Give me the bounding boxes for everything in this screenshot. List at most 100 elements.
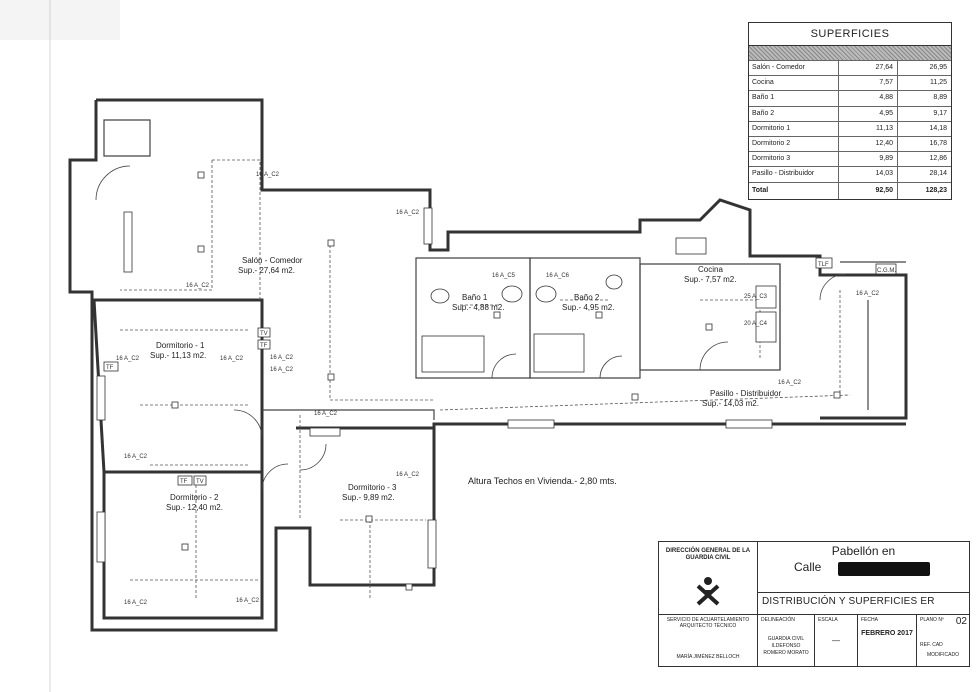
room-area: Sup.- 4,95 m2. — [562, 303, 614, 312]
org-name: DIRECCIÓN GENERAL DE LA GUARDIA CIVIL — [665, 548, 751, 561]
row-built: 26,95 — [929, 64, 947, 71]
outlet — [327, 373, 335, 381]
room-name: Baño 1 — [462, 293, 488, 302]
outlet — [405, 583, 413, 591]
room-area: Sup.- 27,64 m2. — [238, 266, 295, 275]
surfaces-header — [749, 45, 951, 60]
row-name: Dormitorio 2 — [749, 136, 839, 152]
toilet-2 — [605, 274, 623, 290]
door-dorm2 — [261, 463, 289, 491]
date: FEBRERO 2017 — [861, 630, 913, 637]
room-name: Dormitorio - 3 — [348, 483, 397, 492]
row-useful: 27,64 — [839, 61, 898, 76]
sink-1 — [501, 285, 523, 303]
circuit-label: 16 A_C2 — [270, 367, 294, 373]
window-dorm1 — [96, 375, 106, 421]
delineation-label: DELINEACIÓN — [761, 617, 795, 623]
circuit-label-c3: 25 A_C3 — [744, 294, 768, 300]
room-area: Sup.- 4,88 m2. — [452, 303, 504, 312]
room-area: Sup.- 12,40 m2. — [166, 503, 223, 512]
tlf-box — [815, 257, 833, 269]
circuit-label: 16 A_C2 — [270, 355, 294, 361]
bathtub-2 — [533, 333, 585, 373]
title-line-1: Pabellón en — [831, 544, 896, 558]
scale-label: ESCALA — [818, 617, 838, 623]
tlf-label: TLF — [818, 262, 829, 268]
tf-box — [177, 475, 193, 486]
outlet — [197, 245, 205, 253]
room-area: Sup.- 7,57 m2. — [684, 275, 736, 284]
tf-box — [103, 361, 119, 372]
outlet — [181, 543, 189, 551]
bath2-fixtures — [533, 274, 623, 379]
row-name: Pasillo - Distribuidor — [749, 167, 839, 182]
sink-2 — [535, 285, 557, 303]
room-name: Baño 2 — [574, 293, 600, 302]
circuit-label: 16 A_C2 — [856, 291, 880, 297]
author: MARÍA JIMÉNEZ BELLOCH — [676, 654, 740, 660]
kitchen-fixtures — [675, 237, 777, 371]
kitchen-counter — [755, 311, 777, 343]
circuit-label: 16 A_C2 — [256, 172, 280, 178]
telecom-boxes: TV TF TF TF TV TLF C.G.M. — [103, 257, 897, 486]
row-built: 16,78 — [929, 139, 947, 147]
tf-label: TF — [260, 343, 268, 349]
row-useful: 4,88 — [839, 91, 898, 106]
window-salon-2 — [423, 207, 433, 245]
circuit-label-c5: 16 A_C5 — [492, 273, 516, 279]
plan-number-cell: PLANO Nº 02 REF. CAD MODIFICADO — [917, 614, 969, 666]
plan-label: PLANO Nº — [920, 617, 944, 623]
row-name: Dormitorio 1 — [749, 121, 839, 136]
row-built: 14,18 — [929, 124, 947, 132]
door-dorm3 — [299, 443, 327, 471]
kitchen-sink — [675, 237, 707, 255]
circuit-label: 16 A_C2 — [220, 356, 244, 362]
window-corridor-1 — [507, 419, 555, 429]
room-area: Sup.- 11,13 m2. — [150, 351, 206, 360]
window-dorm2 — [96, 511, 106, 563]
row-name: Cocina — [749, 76, 839, 91]
title-cell: Pabellón en Calle — [758, 542, 969, 593]
tv-label: TV — [260, 331, 268, 337]
row-built: 28,14 — [929, 170, 947, 178]
row-name: Dormitorio 3 — [749, 152, 839, 167]
room-area: Sup.- 14,03 m2. — [702, 399, 759, 408]
outlet — [365, 515, 373, 523]
row-built: 11,25 — [930, 79, 947, 87]
room-area: Sup.- 9,89 m2. — [342, 493, 394, 502]
row-built: 12,86 — [929, 155, 947, 163]
circuit-label: 16 A_C2 — [124, 600, 148, 606]
row-built: 9,17 — [933, 109, 947, 117]
row-useful: 4,95 — [839, 106, 898, 121]
outlet — [595, 311, 603, 319]
circuit-label: 16 A_C2 — [778, 380, 802, 386]
circuit-label: 16 A_C2 — [396, 210, 420, 216]
row-built: 8,89 — [933, 94, 947, 102]
room-labels: Salón - Comedor Sup.- 27,64 m2. Dormitor… — [150, 256, 781, 512]
delineation-cell: DELINEACIÓN GUARDIA CIVIL ILDEFONSO ROME… — [758, 614, 815, 666]
doors — [95, 165, 847, 491]
tv-box — [257, 327, 271, 338]
circuit-label: 16 A_C2 — [186, 283, 210, 289]
tv-label: TV — [196, 479, 204, 485]
tf-label: TF — [106, 365, 114, 371]
window-corridor-2 — [725, 419, 773, 429]
door-kitchen — [699, 341, 729, 371]
door-corridor — [819, 273, 847, 301]
room-name: Dormitorio - 2 — [170, 493, 219, 502]
toilet-1 — [430, 288, 450, 304]
cgmp-box — [875, 263, 897, 275]
outlet — [631, 393, 639, 401]
redaction-bar — [838, 562, 930, 576]
circuit-label: 16 A_C2 — [124, 454, 148, 460]
